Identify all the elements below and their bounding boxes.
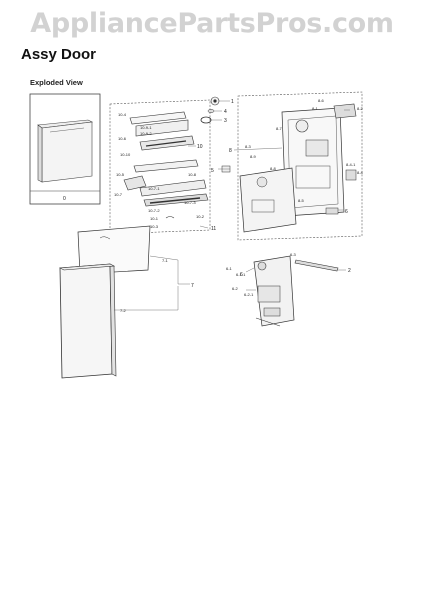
callout-8-6: 8-6 — [318, 98, 325, 103]
callout-8-2: 8-2 — [357, 106, 364, 111]
inset-box: 0 — [29, 93, 101, 205]
callout-10-7-2: 10-7-2 — [148, 208, 160, 213]
callout-10-1: 10-1 — [150, 216, 159, 221]
callout-10-8: 10-8 — [188, 172, 197, 177]
callout-8-9: 8-9 — [250, 154, 257, 159]
callout-6-right: 6 — [345, 209, 348, 215]
callout-10-9-1: 10-9-1 — [140, 125, 152, 130]
callout-8: 8 — [229, 148, 232, 154]
page-title: Assy Door — [21, 46, 97, 63]
callout-7-1: 7-1 — [162, 258, 169, 263]
callout-10-2: 10-2 — [196, 214, 205, 219]
dishwasher-thumbnail — [37, 119, 94, 183]
hinge-assembly — [253, 255, 295, 327]
callout-10-3: 10-3 — [150, 224, 159, 229]
site-watermark: AppliancePartsPros.com — [30, 8, 394, 39]
callout-10-4: 10-4 — [118, 112, 127, 117]
callout-10: 10 — [197, 144, 203, 150]
callout-6-2: 6-2 — [232, 286, 239, 291]
inset-caption: 0 — [63, 196, 66, 202]
callout-8-4: 8-4 — [357, 170, 364, 175]
callout-10-7-1: 10-7-1 — [148, 186, 160, 191]
callout-8-8: 8-8 — [270, 166, 277, 171]
callout-10-7-3: 10-7-3 — [184, 200, 196, 205]
door-rod — [294, 259, 339, 272]
group-box-10 — [109, 99, 211, 235]
callout-8-7: 8-7 — [276, 126, 283, 131]
outer-door-inner-panel — [77, 225, 151, 275]
callout-1: 1 — [231, 99, 234, 105]
callout-10-7: 10-7 — [114, 192, 123, 197]
callout-labels: 1 4 3 5 10 11 8 2 6 7 6 7-1 7-2 8-6 8-1 … — [114, 98, 364, 313]
callout-6-1: 6-1 — [226, 266, 233, 271]
callout-6-3: 6-3 — [290, 252, 297, 257]
control-panel-parts — [123, 111, 209, 219]
door-liner — [239, 167, 297, 233]
callout-10-10: 10-10 — [120, 152, 131, 157]
callout-3: 3 — [224, 118, 227, 124]
callout-10-5: 10-5 — [116, 172, 125, 177]
leader-lines — [114, 100, 350, 311]
callout-6: 6 — [240, 272, 243, 278]
callout-8-5: 8-5 — [298, 198, 305, 203]
hinge-part — [325, 207, 339, 215]
callout-7-2: 7-2 — [120, 308, 127, 313]
callout-8-1: 8-1 — [312, 106, 319, 111]
callout-2: 2 — [348, 268, 351, 274]
inner-door — [281, 103, 357, 217]
callout-8-4-1: 8-4-1 — [346, 162, 356, 167]
callout-5: 5 — [211, 168, 214, 174]
callout-7: 7 — [191, 283, 194, 289]
callout-11: 11 — [211, 226, 216, 232]
callout-10-6: 10-6 — [118, 136, 127, 141]
callout-10-9-2: 10-9-2 — [140, 131, 152, 136]
callout-4: 4 — [224, 109, 227, 115]
callout-8-3: 8-3 — [245, 144, 252, 149]
callout-6-1-1: 6-1-1 — [236, 272, 246, 277]
outer-door-front-panel — [58, 263, 117, 379]
callout-6-2-1: 6-2-1 — [244, 292, 254, 297]
exploded-view-label: Exploded View — [30, 78, 83, 87]
